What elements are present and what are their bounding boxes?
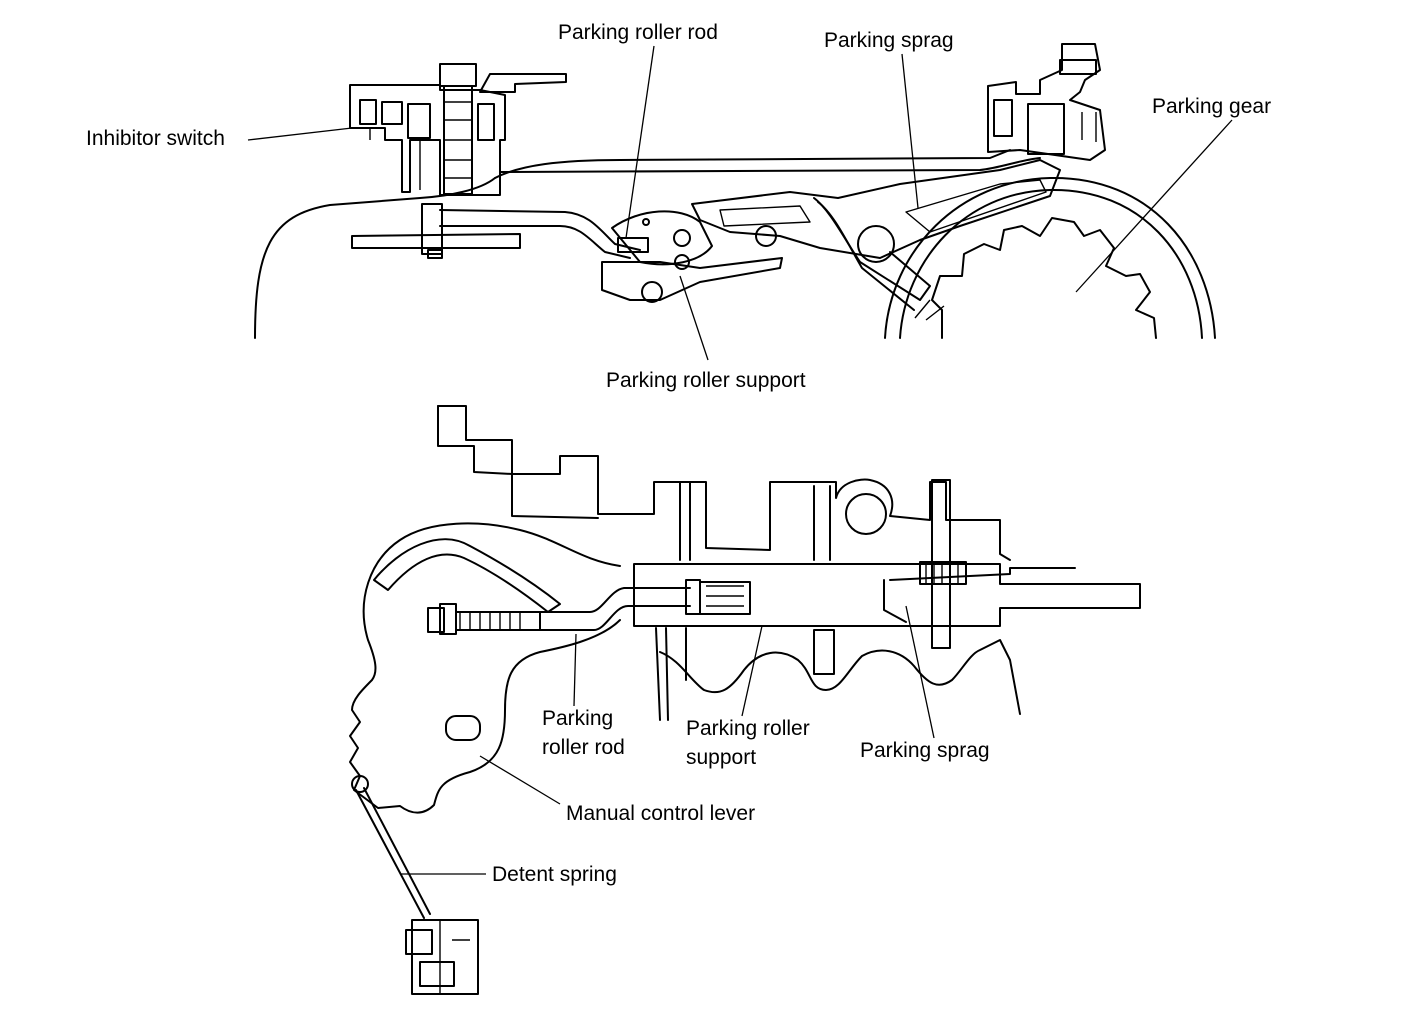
label-parking-roller-rod-top: Parking roller rod [558, 21, 718, 44]
shaft-assembly [633, 479, 1141, 721]
label-inhibitor-switch: Inhibitor switch [86, 127, 225, 150]
label-parking-gear: Parking gear [1152, 95, 1272, 118]
parking-gear-top [884, 176, 1216, 339]
label-parking-sprag-bottom: Parking sprag [860, 739, 990, 762]
label-parking-roller-support-bottom-line1: Parking roller [686, 717, 810, 740]
detent-spring [355, 787, 479, 995]
label-manual-control-lever: Manual control lever [566, 802, 756, 825]
label-parking-roller-support-top: Parking roller support [606, 369, 806, 392]
inhibitor-switch [349, 63, 567, 196]
label-detent-spring: Detent spring [492, 863, 617, 886]
parking-sprag-top [691, 159, 1061, 311]
label-parking-sprag-top: Parking sprag [824, 29, 954, 52]
gear-housing-top [987, 43, 1106, 161]
parking-roller-rod-top [351, 203, 641, 259]
bottom-view-drawing [349, 405, 1141, 995]
parking-roller-rod-bottom [427, 587, 691, 635]
top-leader-lines [247, 45, 1233, 361]
parking-roller-support-top [601, 210, 783, 303]
bottom-leader-lines [400, 605, 935, 875]
label-parking-roller-rod-bottom-line2: roller rod [542, 736, 625, 759]
label-parking-roller-rod-bottom-line1: Parking [542, 707, 614, 730]
manual-control-lever [349, 522, 621, 814]
label-parking-roller-support-bottom-line2: support [686, 746, 757, 769]
top-view-drawing [254, 43, 1216, 339]
